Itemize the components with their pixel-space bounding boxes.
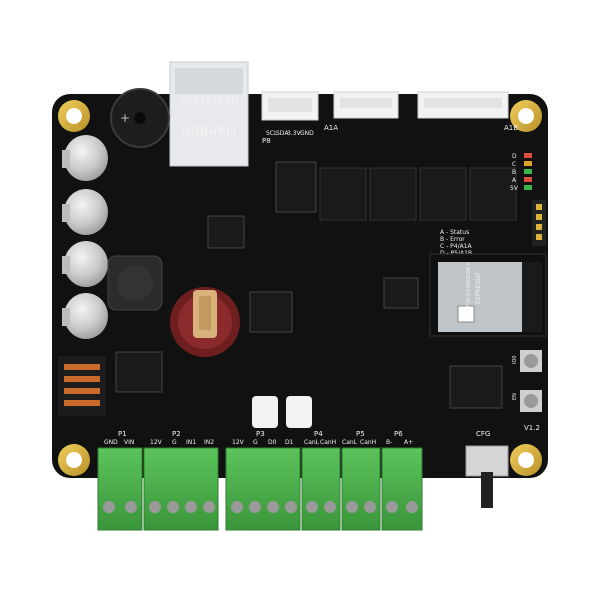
capacitors — [62, 135, 108, 339]
ic-chips — [115, 161, 503, 409]
p8-pin-3v3: 3.3V — [287, 130, 302, 137]
terminal-p6-pin-aplus: A+ — [404, 439, 413, 446]
terminal-p3-label: P3 — [256, 430, 265, 438]
common-mode-choke — [58, 356, 106, 416]
p8-pin-scl: SCL — [266, 130, 278, 137]
a1b-header — [417, 91, 509, 119]
coin-cell-holder — [170, 287, 240, 357]
esp32-module — [429, 253, 547, 337]
a1a-header — [333, 91, 399, 119]
a1a-label: A1A — [324, 124, 338, 132]
cfg-switch[interactable] — [465, 445, 509, 508]
terminal-p3-pin-g: G — [253, 439, 258, 446]
led-letter-d: D — [512, 153, 517, 160]
status-led-indicators — [524, 153, 532, 190]
terminal-block-p5[interactable] — [341, 447, 381, 531]
rj45-jack: HR911105A HanRun — [169, 61, 249, 167]
p8-pin-sda: SDA — [276, 130, 289, 137]
terminal-block-p4[interactable] — [301, 447, 341, 531]
terminal-p1-pin-vin: VIN — [124, 439, 134, 446]
p8-header — [261, 91, 319, 121]
en-button[interactable] — [520, 390, 542, 412]
terminal-p4-label: P4 — [314, 430, 323, 438]
terminal-p5-label: P5 — [356, 430, 365, 438]
terminal-p1-pin-gnd: GND — [104, 439, 118, 446]
terminal-p2-pin-in1: IN1 — [186, 439, 196, 446]
terminal-p2-pin-12v: 12V — [150, 439, 163, 446]
terminal-block-p6[interactable] — [381, 447, 423, 531]
terminal-p2-label: P2 — [172, 430, 181, 438]
terminal-p2-pin-in2: IN2 — [204, 439, 214, 446]
terminal-block-p2[interactable] — [143, 447, 219, 531]
terminal-block-p3[interactable] — [225, 447, 301, 531]
mounting-holes — [58, 100, 542, 476]
p8-label: P8 — [262, 137, 271, 145]
legend-b: B - Error — [440, 236, 465, 243]
terminal-block-p1[interactable] — [97, 447, 143, 531]
legend-a: A - Status — [440, 229, 469, 236]
terminal-p1-label: P1 — [118, 430, 127, 438]
a1b-label: A1B — [504, 124, 518, 132]
led-letter-c: C — [512, 161, 516, 168]
led-letter-5v: 5V — [510, 185, 519, 192]
led-letter-a: A — [512, 177, 517, 184]
svg-text:+: + — [120, 111, 130, 125]
esp32-model: ESP32-S3-WROOM-1 — [466, 262, 472, 313]
legend-c: C - P4/A1A — [440, 243, 473, 250]
cfg-label: CFG — [476, 430, 490, 438]
terminal-p4-pin-canh: CanH — [320, 439, 336, 446]
terminal-p3-pin-d0: D0 — [268, 439, 277, 446]
io0-label: IO0 — [512, 355, 518, 364]
terminal-p6-label: P6 — [394, 430, 403, 438]
buzzer: + — [110, 88, 170, 148]
en-label: EN — [512, 393, 518, 400]
terminal-p2-pin-g: G — [172, 439, 177, 446]
io0-button[interactable] — [520, 350, 542, 372]
terminal-p4-pin-canl: CanL — [304, 439, 320, 446]
rj45-part-label: HR911105A — [179, 93, 239, 104]
right-side-header — [532, 200, 546, 246]
terminal-p3-pin-d1: D1 — [285, 439, 294, 446]
esp32-brand: ESPRESSIF — [475, 271, 482, 304]
terminal-p5-pin-canh: CanH — [360, 439, 376, 446]
white-relays — [252, 396, 312, 428]
revision-label: V1.2 — [524, 424, 540, 432]
led-letter-b: B — [512, 169, 516, 176]
rj45-brand-label: HanRun — [182, 122, 237, 138]
terminal-p6-pin-bminus: B- — [386, 439, 392, 446]
p8-pin-gnd: GND — [300, 130, 314, 137]
terminal-p3-pin-12v: 12V — [232, 439, 245, 446]
terminal-p5-pin-canl: CanL — [342, 439, 358, 446]
optocoupler-row — [319, 167, 517, 221]
